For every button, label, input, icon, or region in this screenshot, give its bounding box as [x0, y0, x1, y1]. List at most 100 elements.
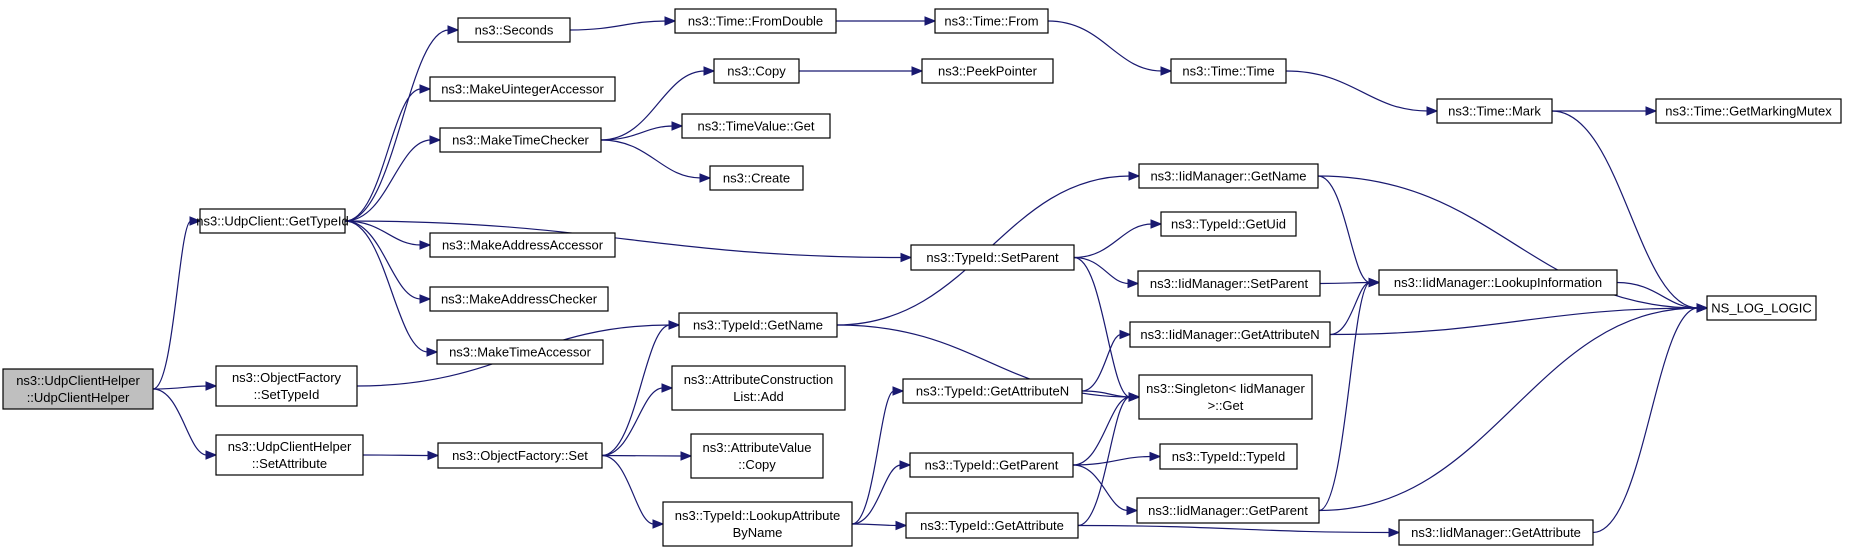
- node-label: ns3::TypeId::GetName: [693, 318, 823, 333]
- edge-of-set-to-type-id-get-name: [601, 320, 681, 457]
- node-make-time-checker[interactable]: ns3::MakeTimeChecker: [439, 127, 602, 153]
- arrowhead: [899, 460, 912, 470]
- edge-of-set-to-lookup-attr-by-name: [601, 454, 665, 529]
- edge-seconds-to-from-double: [569, 16, 677, 31]
- arrowhead: [1128, 171, 1141, 181]
- node-label: ::UdpClientHelper: [27, 390, 130, 405]
- node-uch-set-attribute[interactable]: ns3::UdpClientHelper::SetAttribute: [215, 434, 364, 476]
- arrowhead: [419, 84, 432, 94]
- edge-get-type-id-to-type-id-set-parent: [344, 220, 913, 263]
- arrowhead: [911, 66, 924, 76]
- node-label: ns3::TypeId::LookupAttribute: [675, 508, 841, 523]
- node-iid-set-parent[interactable]: ns3::IidManager::SetParent: [1137, 270, 1321, 297]
- node-iid-get-parent[interactable]: ns3::IidManager::GetParent: [1136, 497, 1320, 524]
- arrowhead: [1645, 106, 1658, 116]
- node-label: ns3::Seconds: [475, 23, 554, 38]
- node-type-id-get-attribute[interactable]: ns3::TypeId::GetAttribute: [905, 512, 1079, 539]
- node-of-set[interactable]: ns3::ObjectFactory::Set: [437, 442, 603, 469]
- node-iid-get-attribute-n[interactable]: ns3::IidManager::GetAttributeN: [1129, 321, 1331, 348]
- node-from-double[interactable]: ns3::Time::FromDouble: [674, 8, 837, 34]
- node-seconds[interactable]: ns3::Seconds: [457, 17, 571, 43]
- node-of-set-type-id[interactable]: ns3::ObjectFactory::SetTypeId: [215, 365, 358, 407]
- node-label: ns3::MakeUintegerAccessor: [441, 82, 604, 97]
- node-label: ns3::MakeTimeAccessor: [449, 345, 592, 360]
- node-type-id-type-id[interactable]: ns3::TypeId::TypeId: [1159, 443, 1298, 470]
- node-box: [437, 442, 603, 469]
- node-box: [457, 17, 571, 43]
- node-box: [681, 113, 831, 139]
- arrowhead: [680, 451, 693, 461]
- node-make-time-accessor[interactable]: ns3::MakeTimeAccessor: [436, 339, 604, 365]
- node-label: ns3::TypeId::GetUid: [1171, 217, 1286, 232]
- node-type-id-get-parent[interactable]: ns3::TypeId::GetParent: [909, 452, 1074, 478]
- node-make-uinteger-accessor[interactable]: ns3::MakeUintegerAccessor: [429, 76, 616, 102]
- node-box: [1436, 98, 1553, 124]
- node-box: [1655, 98, 1842, 124]
- arrowhead: [1119, 329, 1132, 340]
- node-label: ns3::TimeValue::Get: [697, 119, 814, 134]
- node-label: ns3::ObjectFactory::Set: [452, 448, 588, 463]
- node-label: ns3::Time::GetMarkingMutex: [1665, 104, 1832, 119]
- arrowhead: [1149, 451, 1162, 462]
- edge-root-to-uch-set-attribute: [152, 388, 218, 460]
- node-iid-get-attribute[interactable]: ns3::IidManager::GetAttribute: [1398, 519, 1594, 546]
- node-make-address-checker[interactable]: ns3::MakeAddressChecker: [429, 286, 609, 312]
- node-label: ns3::Copy: [727, 64, 786, 79]
- node-label: ns3::Time::FromDouble: [688, 14, 823, 29]
- edge-mark-to-get-marking-mutex: [1552, 106, 1658, 116]
- arrowhead: [661, 383, 674, 393]
- node-box: [1137, 270, 1321, 297]
- node-iid-lookup-information[interactable]: ns3::IidManager::LookupInformation: [1378, 269, 1618, 296]
- node-get-type-id[interactable]: ns3::UdpClient::GetTypeId: [196, 208, 349, 234]
- node-copy[interactable]: ns3::Copy: [713, 58, 800, 84]
- node-root[interactable]: ns3::UdpClientHelper::UdpClientHelper: [2, 368, 154, 410]
- node-box: [439, 127, 602, 153]
- node-create[interactable]: ns3::Create: [709, 165, 804, 191]
- node-type-id-get-uid[interactable]: ns3::TypeId::GetUid: [1160, 211, 1297, 237]
- arrowhead: [205, 450, 218, 460]
- node-box: [1138, 163, 1319, 189]
- node-box: [429, 76, 616, 102]
- node-iid-get-name[interactable]: ns3::IidManager::GetName: [1138, 163, 1319, 189]
- arrowhead: [652, 519, 665, 529]
- edge-type-id-get-parent-to-singleton-get: [1072, 392, 1141, 466]
- node-box: [429, 232, 616, 258]
- node-label: ns3::TypeId::TypeId: [1172, 449, 1285, 464]
- node-label: List::Add: [733, 389, 784, 404]
- edge-root-to-of-set-type-id: [152, 381, 218, 391]
- node-label: ::Copy: [738, 457, 776, 472]
- node-label: >::Get: [1208, 398, 1244, 413]
- node-singleton-get[interactable]: ns3::Singleton< IidManager >::Get: [1138, 374, 1313, 420]
- node-type-id-get-attribute-n[interactable]: ns3::TypeId::GetAttributeN: [902, 378, 1083, 404]
- node-label: ns3::MakeTimeChecker: [452, 133, 589, 148]
- node-get-marking-mutex[interactable]: ns3::Time::GetMarkingMutex: [1655, 98, 1842, 124]
- call-graph-edges: [152, 16, 1709, 538]
- node-make-address-accessor[interactable]: ns3::MakeAddressAccessor: [429, 232, 616, 258]
- node-time-value-get[interactable]: ns3::TimeValue::Get: [681, 113, 831, 139]
- node-type-id-set-parent[interactable]: ns3::TypeId::SetParent: [910, 244, 1075, 271]
- node-ns-log-logic[interactable]: NS_LOG_LOGIC: [1706, 295, 1817, 321]
- edge-get-type-id-to-seconds: [344, 25, 460, 222]
- node-time-time[interactable]: ns3::Time::Time: [1170, 58, 1287, 84]
- node-av-copy[interactable]: ns3::AttributeValue::Copy: [690, 433, 824, 479]
- edge-get-type-id-to-make-uinteger-accessor: [344, 84, 432, 222]
- node-box: [909, 452, 1074, 478]
- node-label: ns3::IidManager::SetParent: [1150, 276, 1309, 291]
- call-graph-nodes: ns3::UdpClientHelper::UdpClientHelperns3…: [2, 8, 1842, 547]
- node-label: ns3::IidManager::GetParent: [1148, 503, 1308, 518]
- node-label: ::SetTypeId: [254, 387, 320, 402]
- node-label: ns3::Time::Time: [1182, 64, 1274, 79]
- node-mark[interactable]: ns3::Time::Mark: [1436, 98, 1553, 124]
- node-from[interactable]: ns3::Time::From: [934, 8, 1049, 34]
- node-box: [674, 8, 837, 34]
- node-label: ns3::ObjectFactory: [232, 370, 342, 385]
- node-label: ns3::TypeId::GetParent: [925, 458, 1059, 473]
- node-type-id-get-name[interactable]: ns3::TypeId::GetName: [678, 312, 838, 338]
- edge-type-id-get-attribute-n-to-iid-get-attribute-n: [1081, 329, 1132, 392]
- arrowhead: [427, 450, 440, 461]
- node-box: [429, 286, 609, 312]
- node-peek-pointer[interactable]: ns3::PeekPointer: [921, 58, 1054, 84]
- edge-root-to-get-type-id: [152, 216, 202, 390]
